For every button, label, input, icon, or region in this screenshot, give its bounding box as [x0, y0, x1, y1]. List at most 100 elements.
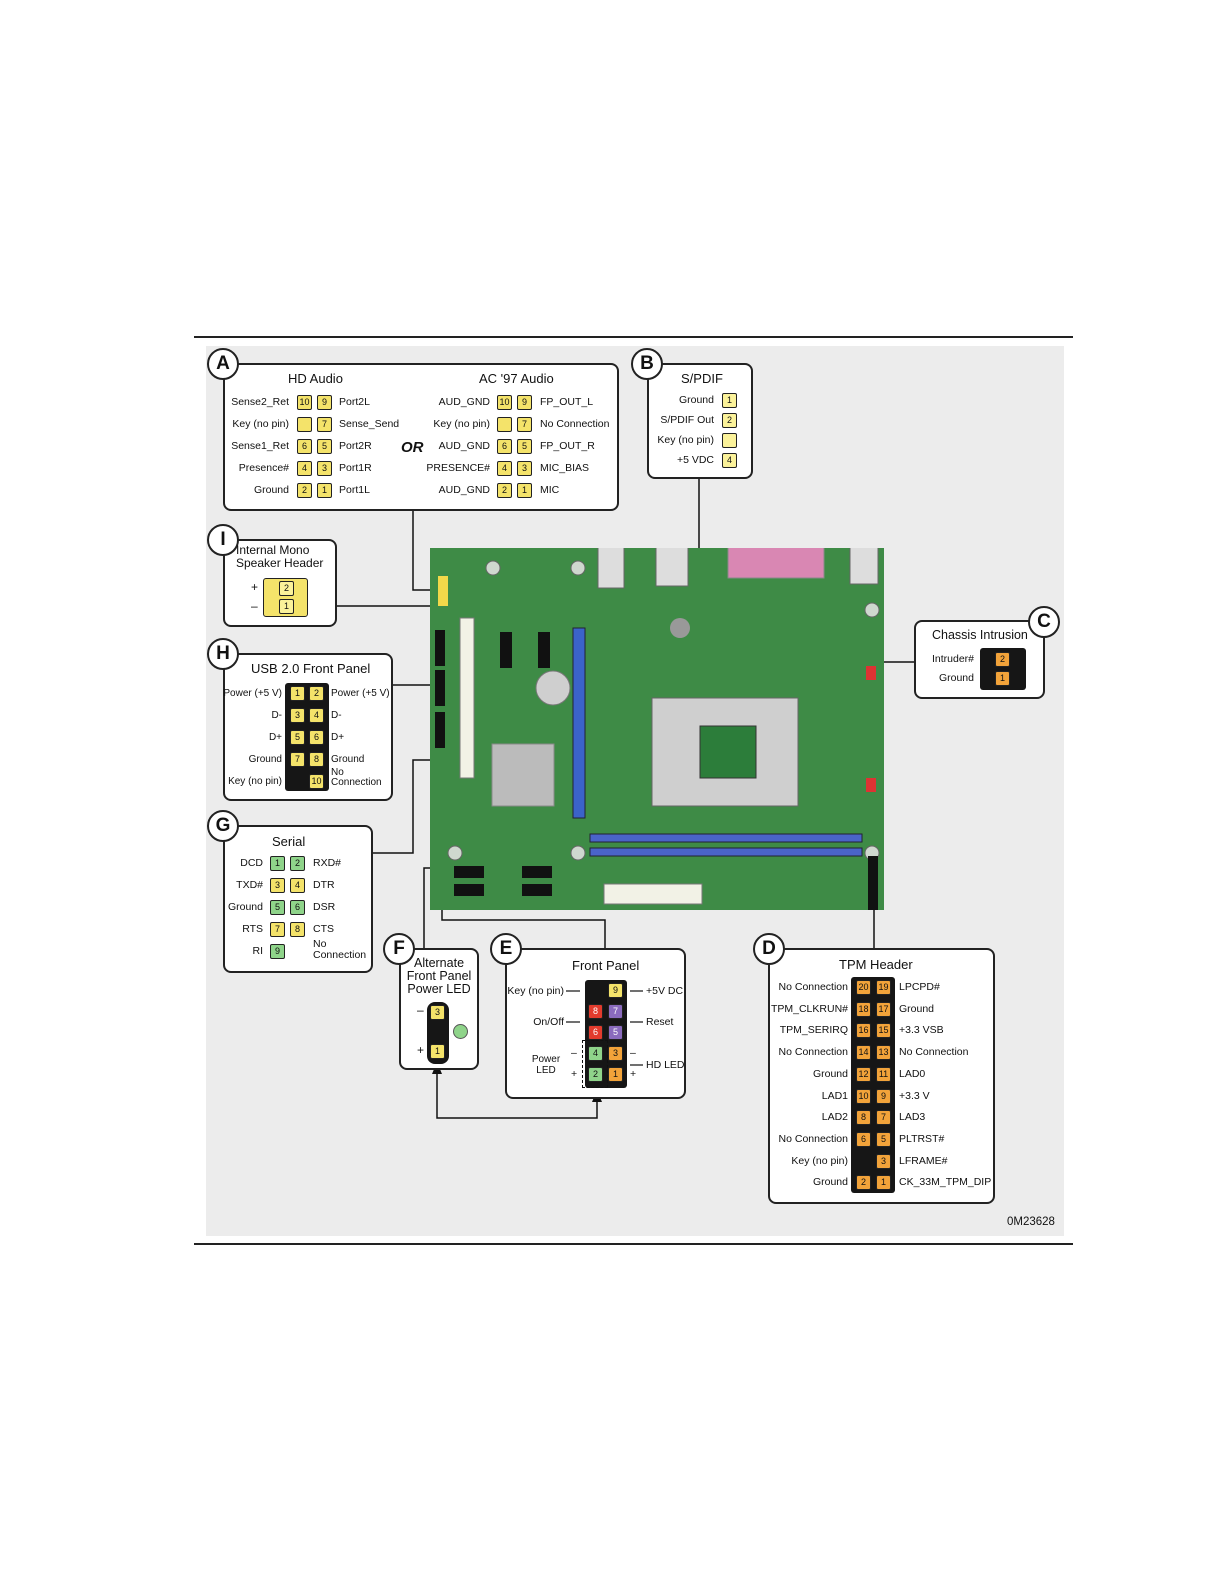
- tpm-pin-odd: 13: [876, 1045, 891, 1061]
- hd-pin-odd: 9: [317, 395, 332, 410]
- hd-left-label: Presence#: [238, 462, 289, 474]
- serial-right-label: RXD#: [313, 857, 342, 869]
- serial-left-label: DCD: [240, 857, 263, 869]
- tpm-pin-odd: 9: [876, 1088, 891, 1104]
- serial-pin-odd: 9: [270, 944, 285, 959]
- ac-pin-odd: 9: [517, 395, 532, 410]
- tpm-pin-even: 2: [856, 1175, 871, 1191]
- tpm-left-label: No Connection: [778, 1132, 848, 1145]
- tpm-left-label: No Connection: [778, 981, 848, 993]
- hd-right-label: Port2L: [339, 396, 370, 408]
- on-off-label: On/Off: [533, 1016, 564, 1028]
- key-no-pin-label: Key (no pin): [507, 985, 564, 997]
- front-panel-pin-right: 7: [608, 1004, 623, 1019]
- spdif-pin: 4: [722, 453, 737, 468]
- chassis-label: Intruder#: [931, 653, 974, 665]
- tpm-pin-odd: 17: [876, 1001, 891, 1017]
- chassis-intrusion-title: Chassis Intrusion: [932, 628, 1028, 642]
- tpm-left-label: Key (no pin): [791, 1154, 848, 1167]
- ac-pin-odd: 5: [517, 439, 532, 454]
- pled-minus: –: [571, 1047, 577, 1059]
- callout-b: B: [631, 348, 663, 380]
- usb-left-label: Ground: [248, 754, 282, 765]
- hd-pin-even: 6: [297, 439, 312, 454]
- front-panel-pin-left: 4: [588, 1046, 603, 1061]
- hdled-minus: –: [630, 1047, 636, 1059]
- front-panel-title: Front Panel: [572, 958, 640, 973]
- usb-pin-even: 2: [309, 686, 324, 701]
- reset-label: Reset: [646, 1016, 674, 1028]
- front-panel-pin-right: 3: [608, 1046, 623, 1061]
- serial-pin-even: 8: [290, 922, 305, 937]
- ac-right-label: MIC_BIAS: [540, 462, 590, 474]
- tpm-right-label: +3.3 V: [899, 1089, 930, 1102]
- ac-pin-odd: 3: [517, 461, 532, 476]
- top-rule: [194, 336, 1073, 338]
- callout-e: E: [490, 933, 522, 965]
- ac-left-label: AUD_GND: [438, 440, 490, 452]
- tpm-pin-even: 6: [856, 1131, 871, 1147]
- usb-left-label: Power (+5 V): [223, 688, 282, 699]
- serial-pin-odd: 1: [270, 856, 285, 871]
- tpm-left-label: TPM_SERIRQ: [779, 1024, 848, 1037]
- alt-power-led-title: Alternate Front Panel Power LED: [406, 956, 472, 996]
- usb-left-label: Key (no pin): [228, 776, 282, 787]
- alt-led-pin: 3: [430, 1005, 445, 1020]
- hdled-plus: +: [630, 1068, 637, 1080]
- ac-left-label: PRESENCE#: [426, 462, 490, 474]
- usb-pin-even: 8: [309, 752, 324, 767]
- usb-left-label: D-: [271, 710, 282, 721]
- serial-right-label: DSR: [313, 901, 336, 913]
- tpm-pin-odd: 5: [876, 1131, 891, 1147]
- hd-right-label: Port1R: [339, 462, 372, 474]
- spdif-pin: 1: [722, 393, 737, 408]
- usb-pin-even: 6: [309, 730, 324, 745]
- tpm-pin-odd: 7: [876, 1110, 891, 1126]
- tpm-left-label: Ground: [812, 1176, 848, 1189]
- ac-right-label: FP_OUT_L: [540, 396, 594, 408]
- usb-pin-even: 4: [309, 708, 324, 723]
- usb-right-label: Ground: [331, 754, 365, 765]
- bottom-rule: [194, 1243, 1073, 1245]
- ac-pin-even: [497, 417, 512, 432]
- hd-led-label: HD LED: [646, 1059, 685, 1071]
- speaker-pin: 1: [279, 599, 294, 614]
- usb-right-label: D-: [331, 710, 342, 721]
- serial-pin-even: 2: [290, 856, 305, 871]
- ac-pin-even: 10: [497, 395, 512, 410]
- tpm-pin-even: 14: [856, 1045, 871, 1061]
- serial-header-panel: [223, 825, 373, 973]
- spdif-label: +5 VDC: [676, 454, 714, 466]
- hd-pin-odd: 1: [317, 483, 332, 498]
- ac-pin-even: 4: [497, 461, 512, 476]
- serial-pin-even: 4: [290, 878, 305, 893]
- callout-g: G: [207, 810, 239, 842]
- tpm-pin-odd: 1: [876, 1175, 891, 1191]
- serial-left-label: RTS: [242, 923, 263, 935]
- tpm-right-label: Ground: [899, 1002, 935, 1015]
- chassis-label: Ground: [938, 672, 974, 684]
- usb-right-label: D+: [331, 732, 345, 743]
- spdif-pin: [722, 433, 737, 448]
- speaker-plus: +: [251, 580, 259, 594]
- hd-audio-title: HD Audio: [288, 371, 343, 386]
- tpm-title: TPM Header: [839, 957, 913, 972]
- usb-right-label: No Connection: [331, 767, 382, 788]
- serial-left-label: Ground: [227, 901, 263, 913]
- ac-right-label: No Connection: [540, 418, 610, 430]
- usb-right-label: Power (+5 V): [331, 688, 390, 699]
- front-panel-pin-left: 6: [588, 1025, 603, 1040]
- figure-id: 0M23628: [1007, 1216, 1055, 1228]
- front-panel-pin-left: 2: [588, 1067, 603, 1082]
- tpm-pin-odd: 3: [876, 1153, 891, 1169]
- tpm-left-label: LAD1: [821, 1089, 848, 1102]
- spdif-label: Key (no pin): [657, 434, 714, 446]
- serial-left-label: RI: [252, 945, 264, 957]
- front-panel-pin-left: 8: [588, 1004, 603, 1019]
- serial-title: Serial: [272, 834, 306, 849]
- tpm-right-label: CK_33M_TPM_DIP: [899, 1176, 992, 1189]
- tpm-pin-even: 18: [856, 1001, 871, 1017]
- tpm-left-label: LAD2: [821, 1111, 848, 1124]
- callout-c: C: [1028, 606, 1060, 638]
- usb-left-label: D+: [268, 732, 282, 743]
